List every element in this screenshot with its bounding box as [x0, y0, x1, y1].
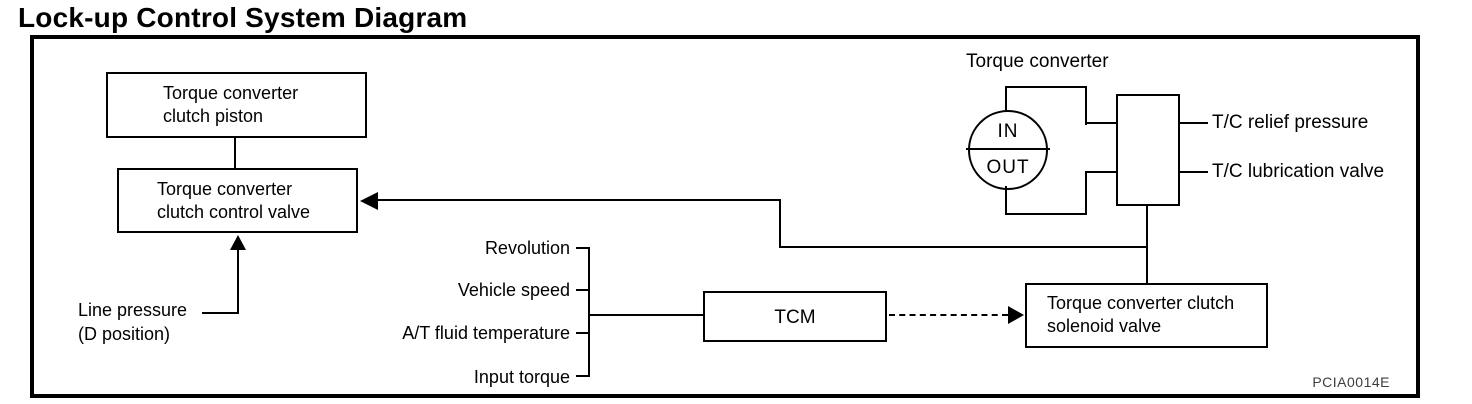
piston-box: Torque converter clutch piston [106, 72, 367, 138]
signal-bus-line [588, 247, 590, 377]
torque-converter-divider-line [966, 148, 1050, 150]
page-title: Lock-up Control System Diagram [18, 2, 468, 33]
feedback-line-drop [779, 199, 781, 248]
yoke-to-body-bottom-line [1085, 171, 1118, 173]
solenoid-box-line1: Torque converter clutch [1047, 293, 1235, 313]
yoke-top-drop [1085, 86, 1087, 125]
signal-dash-revolution [576, 247, 590, 249]
relief-pressure-dash [1180, 122, 1208, 124]
line-pressure-arrowhead-icon [230, 235, 246, 250]
line-pressure-dash [202, 312, 238, 314]
piston-to-valve-line [234, 136, 236, 170]
tc-valve-body [1116, 94, 1180, 206]
piston-box-line1: Torque converter [163, 83, 299, 103]
signal-label-vehicle-speed: Vehicle speed [457, 280, 570, 300]
torque-converter-circle [968, 110, 1048, 190]
torque-converter-in-label: IN [997, 121, 1019, 142]
signal-label-revolution: Revolution [484, 238, 570, 258]
signal-dash-input-torque [576, 375, 590, 377]
signal-dash-at-fluid-temperature [576, 332, 590, 334]
yoke-to-body-top-line [1085, 122, 1118, 124]
torque-converter-out-label: OUT [986, 157, 1030, 178]
piston-box-line2: clutch piston [163, 106, 264, 126]
line-pressure-label2: (D position) [78, 324, 171, 344]
lubrication-valve-dash [1180, 171, 1208, 173]
feedback-arrowhead-icon [360, 192, 378, 210]
line-pressure-label: Line pressure [78, 300, 188, 320]
relief-pressure-label: T/C relief pressure [1212, 112, 1369, 133]
signal-label-input-torque: Input torque [473, 367, 570, 387]
body-to-solenoid-line [1146, 204, 1148, 285]
tcm-to-solenoid-arrowhead-icon [1008, 306, 1024, 324]
yoke-bottom-line [1005, 213, 1087, 215]
bus-to-tcm-line [588, 314, 703, 316]
solenoid-box-line2: solenoid valve [1047, 316, 1162, 336]
control-valve-box-line1: Torque converter [157, 179, 293, 199]
line-pressure-riser [237, 246, 239, 314]
tcm-box: TCM [703, 291, 887, 342]
lubrication-valve-label: T/C lubrication valve [1212, 161, 1385, 182]
feedback-line-left [376, 199, 781, 201]
control-valve-box-line2: clutch control valve [157, 202, 311, 222]
solenoid-valve-box: Torque converter clutch solenoid valve [1025, 283, 1268, 348]
signal-dash-vehicle-speed [576, 289, 590, 291]
yoke-top-line [1005, 86, 1087, 88]
tcm-box-label: TCM [774, 307, 816, 328]
yoke-bottom-rise [1085, 171, 1087, 215]
feedback-line-right [779, 246, 1148, 248]
tcm-to-solenoid-dashed-line [889, 314, 1008, 316]
figure-code: PCIA0014E [1312, 374, 1390, 390]
torque-converter-label: Torque converter [966, 51, 1109, 72]
control-valve-box: Torque converter clutch control valve [117, 168, 358, 233]
yoke-top-riser [1005, 86, 1007, 112]
signal-label-at-fluid-temperature: A/T fluid temperature [402, 323, 570, 343]
yoke-bottom-riser [1005, 186, 1007, 215]
